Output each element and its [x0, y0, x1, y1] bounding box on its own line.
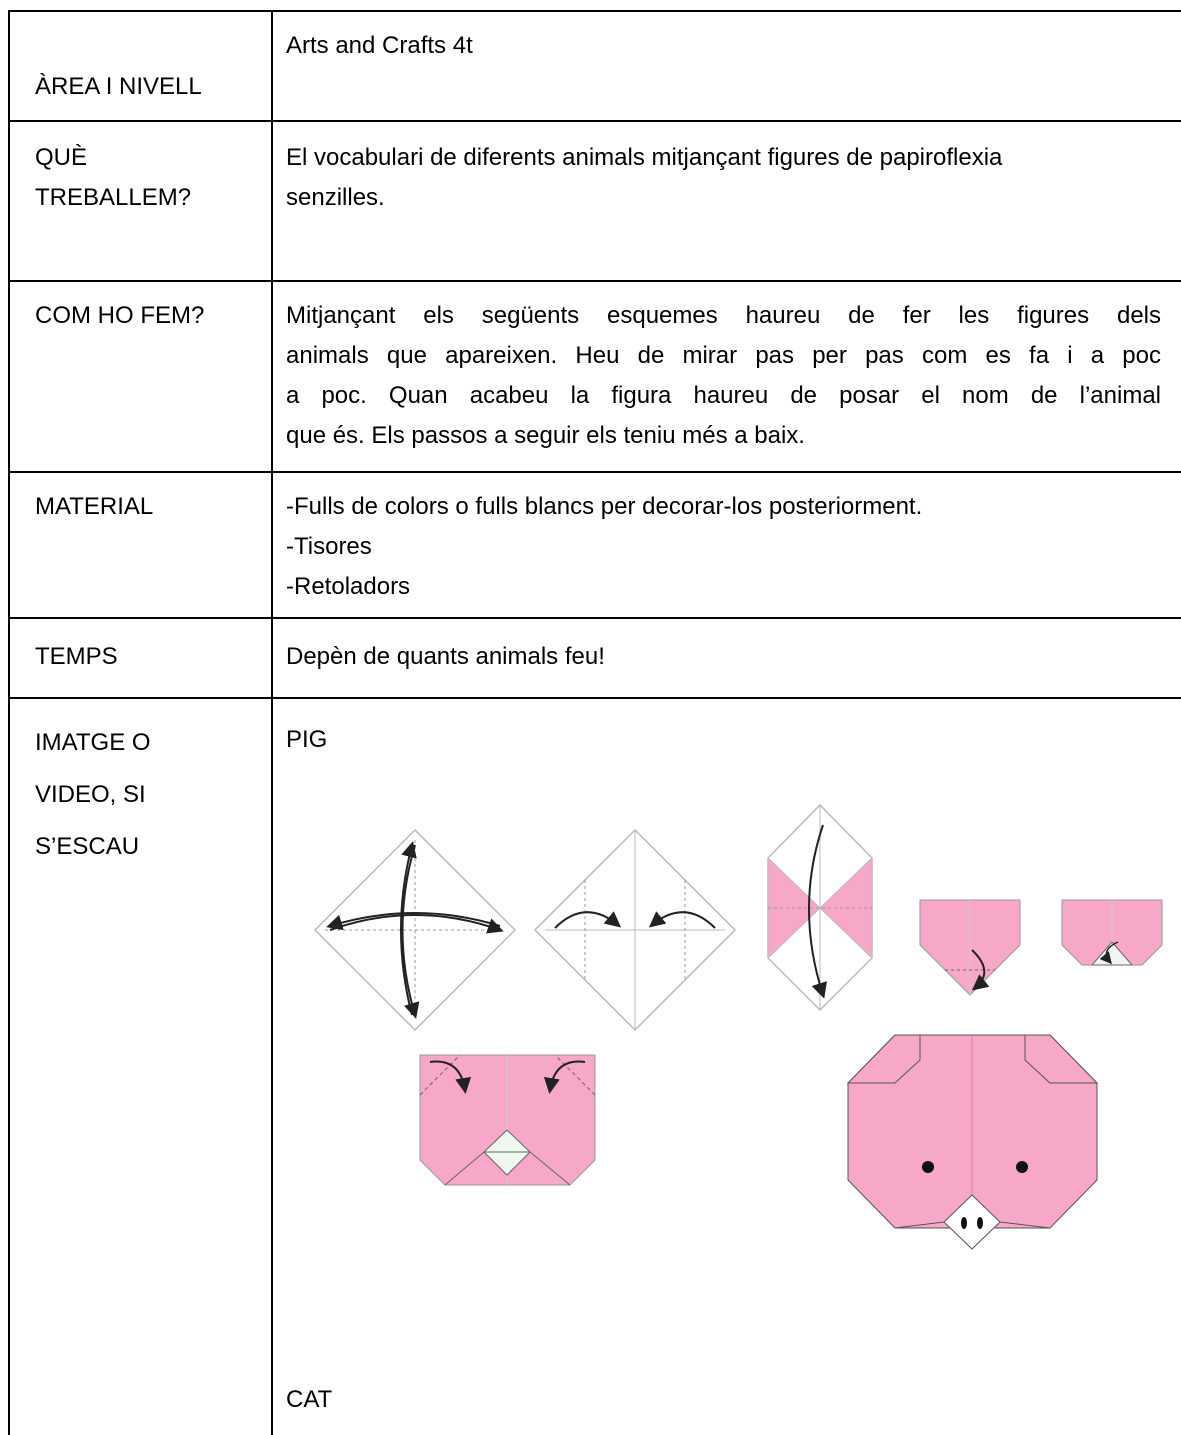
- pig-nostril: [977, 1217, 983, 1229]
- pig-fold-step-1: [313, 828, 517, 1032]
- pig-origami-diagram: [313, 803, 1163, 1250]
- row-label-what: QUÈ TREBALLEM?: [35, 138, 191, 218]
- content-line: que és. Els passos a seguir els teniu mé…: [286, 422, 805, 449]
- label-line: TREBALLEM?: [35, 184, 192, 211]
- label-line: S’ESCAU: [35, 833, 140, 860]
- column-divider: [271, 10, 273, 1435]
- pig-eye: [1016, 1161, 1028, 1173]
- row-content-what: El vocabulari de diferents animals mitja…: [286, 138, 1002, 218]
- label-line: QUÈ: [35, 144, 88, 171]
- content-line: El vocabulari de diferents animals mitja…: [286, 144, 1003, 171]
- row-content-time: Depèn de quants animals feu!: [286, 643, 605, 670]
- pig-fold-step-3: [767, 803, 873, 1012]
- heading-cat: CAT: [286, 1386, 333, 1413]
- row-label-area: ÀREA I NIVELL: [35, 73, 202, 100]
- table-border-left: [8, 10, 10, 1435]
- row-label-how: COM HO FEM?: [35, 302, 205, 329]
- pig-fold-step-4: [919, 899, 1021, 996]
- row-content-material: -Fulls de colors o fulls blancs per deco…: [286, 487, 922, 607]
- pig-fold-step-2: [533, 828, 737, 1032]
- material-item: -Fulls de colors o fulls blancs per deco…: [286, 493, 923, 520]
- heading-pig: PIG: [286, 726, 328, 753]
- pig-eye: [922, 1161, 934, 1173]
- material-item: -Tisores: [286, 533, 372, 560]
- content-line: Mitjançant els següents esquemes haureu …: [286, 302, 1161, 329]
- label-line: IMATGE O: [35, 729, 151, 756]
- pig-fold-step-6: [419, 1054, 596, 1186]
- label-line: VIDEO, SI: [35, 781, 146, 808]
- row-content-area: Arts and Crafts 4t: [286, 32, 473, 59]
- row-divider: [8, 120, 1181, 122]
- row-divider: [8, 617, 1181, 619]
- row-label-time: TEMPS: [35, 643, 118, 670]
- row-divider: [8, 471, 1181, 473]
- pig-face-final: [846, 1034, 1099, 1250]
- pig-fold-step-5: [1061, 899, 1163, 966]
- content-line: senzilles.: [286, 184, 385, 211]
- row-label-material: MATERIAL: [35, 493, 154, 520]
- table-border-top: [8, 10, 1181, 12]
- content-line: a poc. Quan acabeu la figura haureu de p…: [286, 382, 1161, 409]
- content-line: animals que apareixen. Heu de mirar pas …: [286, 342, 1161, 369]
- pig-nostril: [961, 1217, 967, 1229]
- row-divider: [8, 280, 1181, 282]
- row-label-image: IMATGE O VIDEO, SI S’ESCAU: [35, 717, 151, 873]
- row-divider: [8, 697, 1181, 699]
- material-item: -Retoladors: [286, 573, 411, 600]
